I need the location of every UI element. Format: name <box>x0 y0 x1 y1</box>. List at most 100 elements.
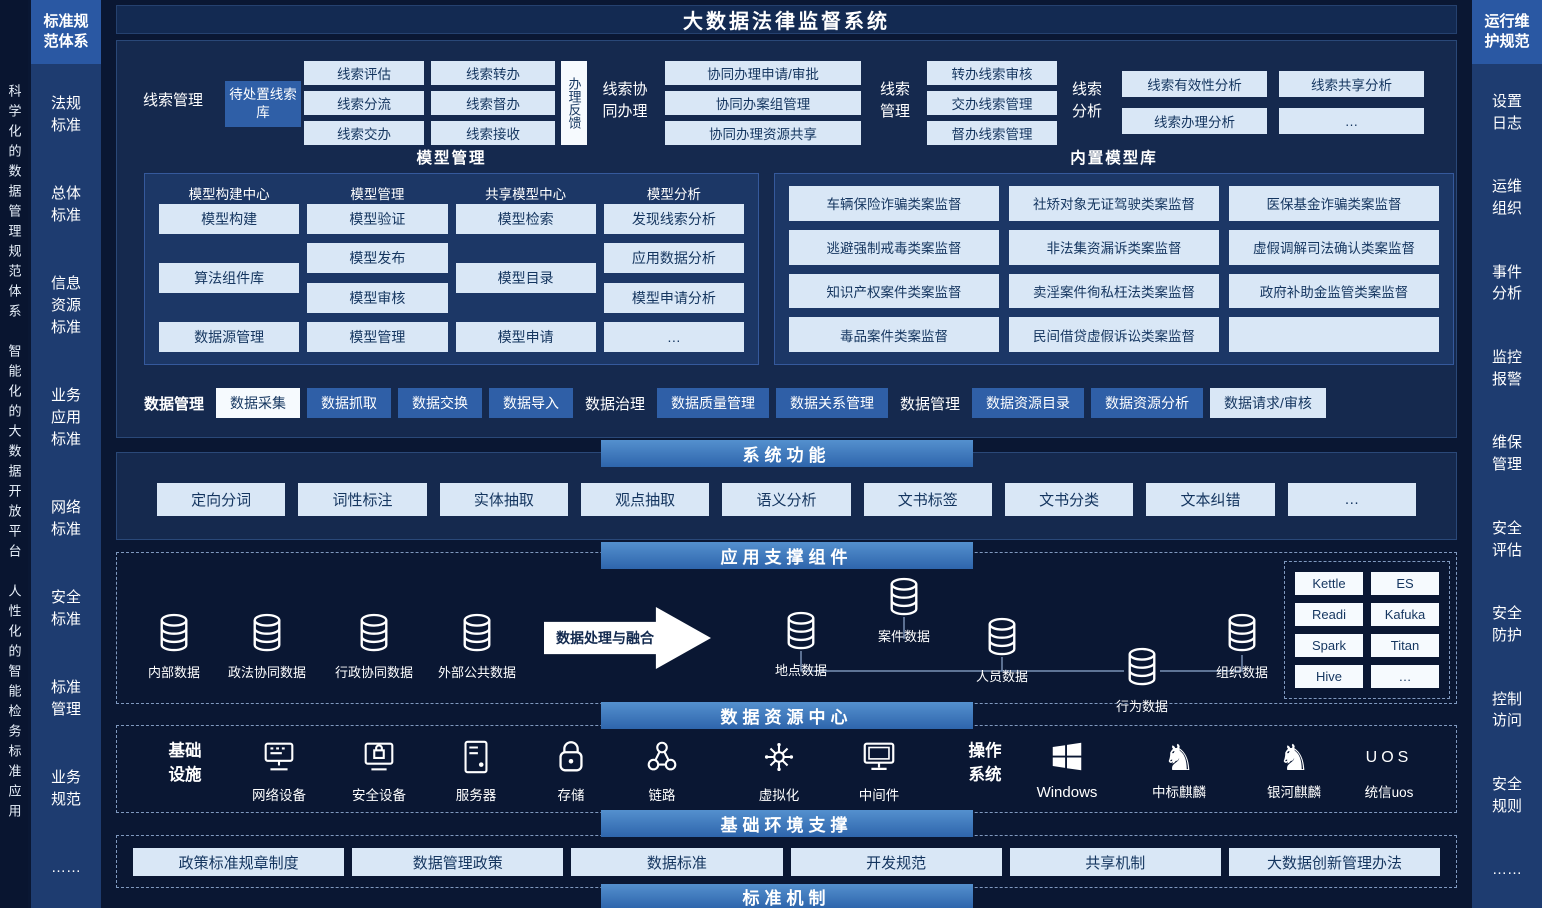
standards-sidebar: 标准规范体系 法规标准 总体标准 信息资源标准 业务应用标准 网络标准 安全标准… <box>31 0 101 908</box>
module-box: 线索分流 <box>304 91 424 115</box>
module-box: 协同办案组管理 <box>665 91 861 115</box>
module-box: 模型审核 <box>307 282 448 313</box>
module-box: 数据交换 <box>398 388 483 418</box>
policy-row: 政策标准规章制度 数据管理政策 数据标准 开发规范 共享机制 大数据创新管理办法 <box>116 835 1457 888</box>
module-box: 文书分类 <box>1004 483 1134 516</box>
module-box: 数据资源分析 <box>1091 388 1204 418</box>
sidebar-item: …… <box>1492 861 1522 879</box>
top-panel: 线索管理 待处置线索库 线索评估 线索分流 线索交办 线索转办 线索督办 线索接… <box>116 40 1457 438</box>
module-box: 定向分词 <box>157 483 286 516</box>
module-box: … <box>1287 483 1416 516</box>
database-icon <box>890 577 918 616</box>
ops-sidebar-items: 设置日志 运维组织 事件分析 监控报警 维保管理 安全评估 安全防护 控制访问 … <box>1472 64 1542 908</box>
module-box: 数据抓取 <box>307 388 392 418</box>
standards-sidebar-title: 标准规范体系 <box>31 0 101 64</box>
cluster-node-label: 组织数据 <box>1215 665 1268 680</box>
database-icon <box>463 613 491 652</box>
standard-mechanism-header: 标准机制 <box>600 884 973 908</box>
uos-logo: UOS <box>1365 749 1413 766</box>
data-source-label: 外部公共数据 <box>437 665 516 680</box>
infra-device: 链路 <box>612 738 712 804</box>
module-box: 线索共享分析 <box>1279 71 1424 97</box>
data-source: 外部公共数据 <box>422 613 532 681</box>
module-box: 文本纠错 <box>1146 483 1275 516</box>
cluster-node: 案件数据 <box>849 577 959 645</box>
data-source-label: 政法协同数据 <box>227 665 306 680</box>
sidebar-item: 运维组织 <box>1491 178 1522 218</box>
component-box: Kafuka <box>1371 603 1439 626</box>
module-box: 转办线索审核 <box>927 61 1057 85</box>
app-support-section: 内部数据 政法协同数据 行政协同数据 外部公共数据 数据处理与融合 地点数据 <box>116 552 1457 714</box>
infrastructure-section: 基础设施 网络设备 安全设备 服务器 存储 链路 <box>116 725 1457 813</box>
cluster-node: 组织数据 <box>1187 613 1297 681</box>
policy-box: 共享机制 <box>1009 848 1221 876</box>
main-area: 大数据法律监督系统 线索管理 待处置线索库 线索评估 线索分流 线索交办 线索转… <box>108 0 1465 908</box>
data-source-label: 内部数据 <box>147 665 200 680</box>
library-box: 知识产权案件类案监督 <box>789 273 999 309</box>
database-icon <box>160 613 188 652</box>
library-box: 卖淫案件徇私枉法类案监督 <box>1009 273 1219 309</box>
database-icon <box>988 617 1016 656</box>
infra-device: 存储 <box>521 738 621 804</box>
system-title: 大数据法律监督系统 <box>116 5 1457 34</box>
model-column-header: 模型分析 <box>646 187 701 202</box>
clue-col-d: 转办线索审核 交办线索管理 督办线索管理 <box>927 61 1057 145</box>
data-source-label: 行政协同数据 <box>334 665 413 680</box>
data-source: 行政协同数据 <box>319 613 429 681</box>
module-box: … <box>1279 108 1424 134</box>
clue-collab-label: 线索协同办理 <box>602 80 648 121</box>
module-box: 数据导入 <box>489 388 574 418</box>
fusion-arrow-label: 数据处理与融合 <box>556 630 654 646</box>
module-box: 数据质量管理 <box>657 388 770 418</box>
sidebar-item: 法规标准 <box>50 95 81 134</box>
model-column-header: 共享模型中心 <box>485 187 567 202</box>
policy-box: 数据管理政策 <box>352 848 564 876</box>
library-box: 医保基金诈骗类案监督 <box>1229 186 1439 221</box>
clue-analysis-grid: 线索有效性分析 线索共享分析 线索办理分析 … <box>1122 71 1424 134</box>
virtualization-icon <box>764 742 794 772</box>
sidebar-item: …… <box>51 858 81 876</box>
component-box: … <box>1371 665 1439 688</box>
system-functions-header: 系统功能 <box>600 440 973 467</box>
database-icon <box>253 613 281 652</box>
pending-clue-pool: 待处置线索库 <box>225 81 301 127</box>
module-box: 交办线索管理 <box>927 91 1057 115</box>
ops-sidebar: 运行维护规范 设置日志 运维组织 事件分析 监控报警 维保管理 安全评估 安全防… <box>1472 0 1542 908</box>
clue-col-c: 协同办理申请/审批 协同办案组管理 协同办理资源共享 <box>665 61 861 145</box>
model-column-header: 模型构建中心 <box>188 187 270 202</box>
library-box: 民间借贷虚假诉讼类案监督 <box>1009 317 1219 352</box>
policy-box: 大数据创新管理办法 <box>1228 848 1441 876</box>
policy-box: 数据标准 <box>571 848 783 876</box>
module-box: … <box>603 321 744 352</box>
data-governance-label: 数据治理 <box>585 395 646 413</box>
components-box: Kettle ES Readi Kafuka Spark Titan Hive … <box>1284 561 1450 699</box>
module-box: 线索督办 <box>431 91 555 115</box>
module-box: 线索办理分析 <box>1122 108 1267 134</box>
module-box: 模型管理 <box>307 321 448 352</box>
cluster-node: 地点数据 <box>746 611 856 679</box>
clue-col-a: 线索评估 线索分流 线索交办 <box>304 61 424 145</box>
sidebar-item: 设置日志 <box>1491 92 1522 132</box>
sidebar-item: 事件分析 <box>1491 263 1522 303</box>
module-box: 线索交办 <box>304 121 424 145</box>
clue-col-b: 线索转办 线索督办 线索接收 <box>431 61 555 145</box>
clue-management-section: 线索管理 待处置线索库 线索评估 线索分流 线索交办 线索转办 线索督办 线索接… <box>117 55 1456 155</box>
module-box: 线索接收 <box>431 121 555 145</box>
ops-sidebar-title: 运行维护规范 <box>1472 0 1542 64</box>
library-box: 毒品案件类案监督 <box>789 317 999 352</box>
module-box: 协同办理申请/审批 <box>665 61 861 85</box>
data-source: 内部数据 <box>119 613 229 681</box>
fusion-arrow: 数据处理与融合 <box>544 607 711 669</box>
sidebar-item: 控制访问 <box>1491 690 1522 730</box>
cluster-node-label: 行为数据 <box>1115 699 1168 714</box>
module-box: 词性标注 <box>298 483 427 516</box>
component-box: Kettle <box>1295 572 1363 595</box>
library-box: 车辆保险诈骗类案监督 <box>789 186 999 221</box>
module-box: 协同办理资源共享 <box>665 121 861 145</box>
module-box: 发现线索分析 <box>603 204 744 234</box>
storage-icon <box>559 741 583 772</box>
library-box: 社矫对象无证驾驶类案监督 <box>1009 186 1219 221</box>
module-box: 算法组件库 <box>159 263 300 293</box>
database-icon <box>360 613 388 652</box>
